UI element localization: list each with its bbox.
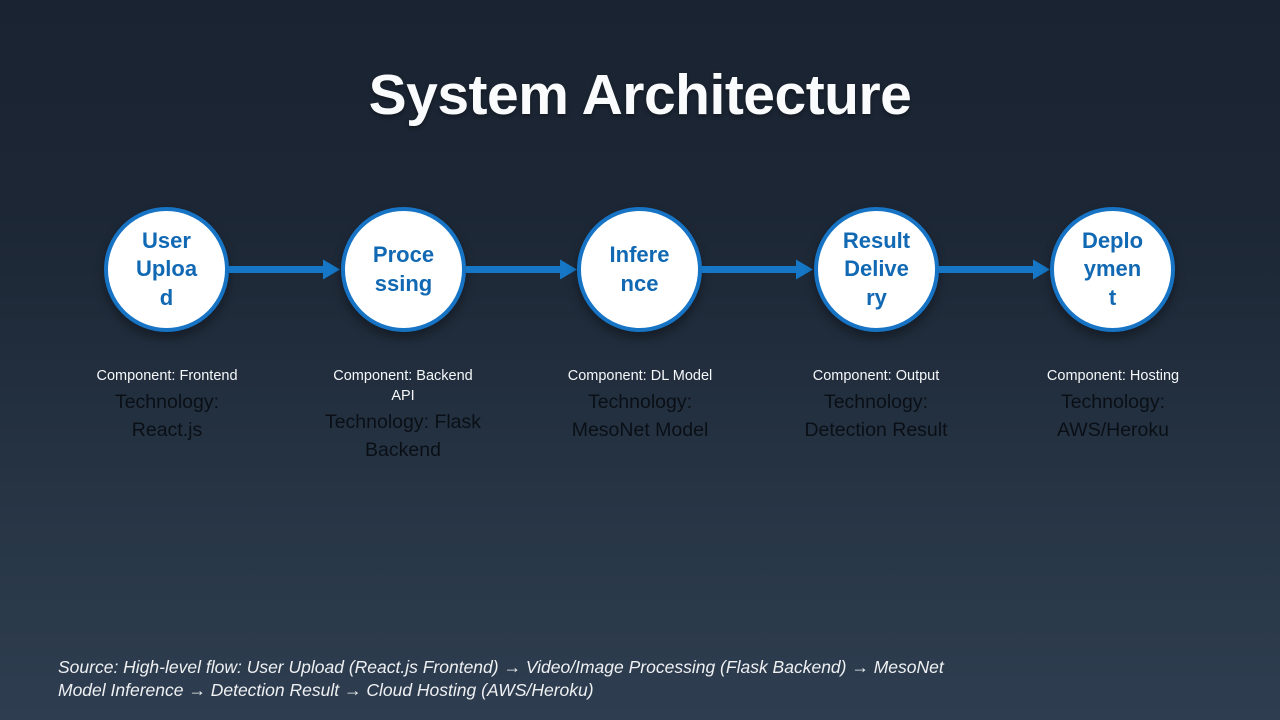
node-label: Result Delive ry — [842, 227, 911, 310]
node-label: User Uploa d — [135, 227, 198, 310]
node-details-result-delivery: Component: Output Technology: Detection … — [751, 366, 1001, 444]
page-title: System Architecture — [368, 63, 912, 127]
flow-node-processing: Proce ssing — [341, 207, 466, 332]
technology-label: Technology: AWS/Heroku — [1057, 391, 1169, 441]
flow-node-user-upload: User Uploa d — [104, 207, 229, 332]
technology-label: Technology: React.js — [114, 391, 220, 441]
component-label: Component: DL Model — [567, 368, 713, 384]
node-details-deployment: Component: Hosting Technology: AWS/Herok… — [988, 366, 1238, 444]
technology-label: Technology: Flask Backend — [324, 411, 482, 461]
node-details-user-upload: Component: Frontend Technology: React.js — [42, 366, 292, 444]
arrow-right-icon — [939, 259, 1050, 280]
arrow-right-icon — [229, 259, 340, 280]
node-details-inference: Component: DL Model Technology: MesoNet … — [515, 366, 765, 444]
node-label: Deplo ymen t — [1081, 227, 1144, 310]
component-label: Component: Frontend — [96, 368, 238, 384]
component-label: Component: Hosting — [1046, 368, 1180, 384]
source-note: Source: High-level flow: User Upload (Re… — [58, 657, 944, 700]
node-label: Infere nce — [609, 241, 670, 296]
arrow-right-icon — [702, 259, 813, 280]
flow-node-deployment: Deplo ymen t — [1050, 207, 1175, 332]
arrow-right-icon — [466, 259, 577, 280]
flow-node-result-delivery: Result Delive ry — [814, 207, 939, 332]
technology-label: Technology: MesoNet Model — [571, 391, 709, 441]
component-label: Component: Backend API — [333, 368, 473, 404]
technology-label: Technology: Detection Result — [804, 391, 948, 441]
node-label: Proce ssing — [372, 241, 435, 296]
flow-node-inference: Infere nce — [577, 207, 702, 332]
component-label: Component: Output — [812, 368, 940, 384]
node-details-processing: Component: Backend API Technology: Flask… — [278, 366, 528, 464]
